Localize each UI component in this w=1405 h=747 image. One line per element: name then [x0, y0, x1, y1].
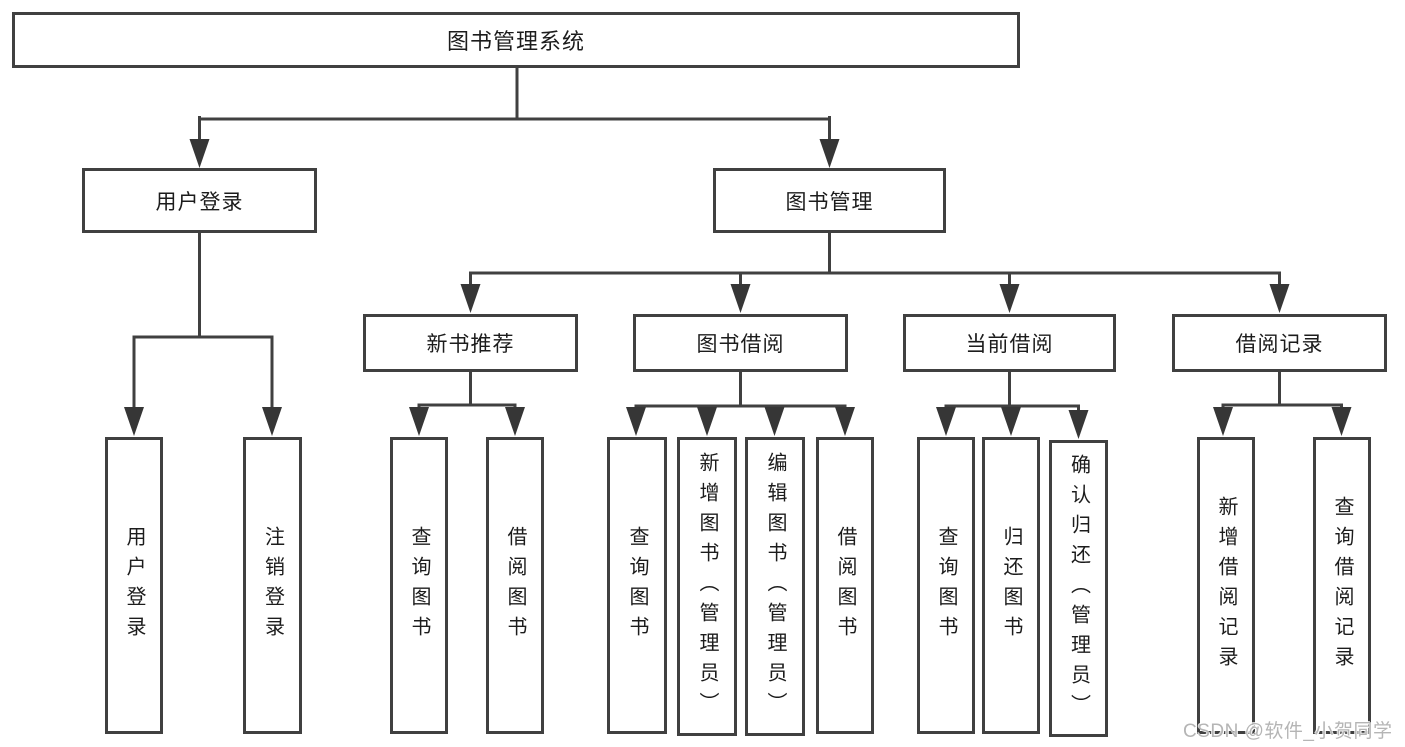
leaf-query-borrow-record: 查询借阅记录: [1313, 437, 1371, 734]
leaf-logout-label: 注销登录: [261, 525, 284, 646]
leaf-return-books: 归还图书: [982, 437, 1040, 734]
connector-management-to-level3: [460, 231, 1290, 313]
node-new-book-recommendation-label: 新书推荐: [426, 333, 515, 356]
node-book-borrowing-label: 图书借阅: [696, 333, 785, 356]
leaf-confirm-return-admin-label: 确认归还（管理员）: [1067, 453, 1090, 724]
leaf-logout: 注销登录: [243, 437, 302, 734]
node-user-login-label: 用户登录: [155, 190, 244, 214]
leaf-query-books-recommend-label: 查询图书: [408, 525, 430, 646]
leaf-borrow-books-borrow-label: 借阅图书: [834, 525, 856, 646]
leaf-query-books-current: 查询图书: [917, 437, 975, 734]
node-current-borrowing-label: 当前借阅: [965, 333, 1054, 356]
leaf-query-borrow-record-label: 查询借阅记录: [1331, 495, 1353, 676]
leaf-add-borrow-record: 新增借阅记录: [1197, 437, 1255, 734]
leaf-edit-book-admin: 编辑图书（管理员）: [745, 437, 805, 736]
node-book-management-label: 图书管理: [785, 190, 874, 214]
leaf-query-books-borrow-label: 查询图书: [626, 525, 648, 646]
connector-recommend-to-leaves: [409, 370, 525, 436]
connector-current-to-leaves: [936, 370, 1089, 439]
leaf-user-login-label: 用户登录: [123, 525, 145, 646]
node-root-label: 图书管理系统: [446, 29, 585, 54]
leaf-user-login: 用户登录: [105, 437, 163, 734]
node-current-borrowing: 当前借阅: [903, 314, 1116, 372]
node-borrowing-records-label: 借阅记录: [1235, 333, 1324, 356]
connector-root-to-level2: [189, 66, 840, 168]
node-borrowing-records: 借阅记录: [1172, 314, 1387, 372]
node-user-login: 用户登录: [82, 168, 317, 233]
leaf-query-books-current-label: 查询图书: [935, 525, 957, 646]
connector-login-to-leaves: [124, 231, 282, 436]
leaf-borrow-books-borrow: 借阅图书: [816, 437, 874, 734]
leaf-add-borrow-record-label: 新增借阅记录: [1215, 495, 1237, 676]
leaf-query-books-borrow: 查询图书: [607, 437, 667, 734]
watermark-csdn: CSDN @软件_小贺同学: [1183, 721, 1393, 742]
leaf-return-books-label: 归还图书: [1000, 525, 1022, 646]
node-book-management: 图书管理: [713, 168, 946, 233]
node-new-book-recommendation: 新书推荐: [363, 314, 578, 372]
leaf-add-book-admin-label: 新增图书（管理员）: [696, 451, 718, 722]
leaf-borrow-books-recommend-label: 借阅图书: [504, 525, 526, 646]
leaf-query-books-recommend: 查询图书: [390, 437, 448, 734]
leaf-edit-book-admin-label: 编辑图书（管理员）: [764, 451, 786, 722]
leaf-confirm-return-admin: 确认归还（管理员）: [1049, 440, 1108, 737]
leaf-add-book-admin: 新增图书（管理员）: [677, 437, 737, 736]
connector-records-to-leaves: [1213, 370, 1352, 436]
node-book-borrowing: 图书借阅: [633, 314, 848, 372]
leaf-borrow-books-recommend: 借阅图书: [486, 437, 544, 734]
node-root: 图书管理系统: [12, 12, 1020, 68]
connector-borrowing-to-leaves: [626, 370, 855, 436]
